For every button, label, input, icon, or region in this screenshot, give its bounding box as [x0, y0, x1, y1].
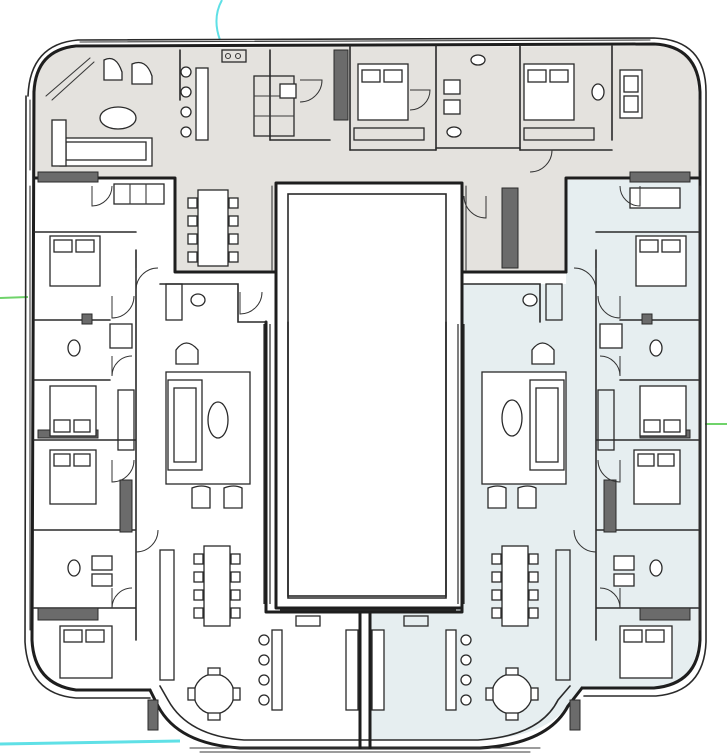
- kitchen-right: [371, 615, 472, 711]
- sink-icon: [599, 323, 623, 349]
- upper-apartment-furniture: [45, 49, 643, 267]
- green-guide-line: [0, 296, 29, 299]
- armchair-icon: [191, 485, 211, 509]
- door-swing-icon: [597, 295, 621, 319]
- coffee-table-icon: [99, 106, 137, 130]
- sink-icon: [91, 555, 113, 571]
- door-swings: [91, 79, 641, 609]
- coffee-table-icon: [207, 401, 229, 439]
- door-swing-icon: [135, 267, 159, 291]
- dining-chairs-left: [193, 553, 241, 619]
- interior-walls: [32, 45, 700, 641]
- sofa-icon: [167, 379, 203, 471]
- door-swing-icon: [573, 529, 597, 553]
- sofa-icon: [529, 379, 565, 471]
- armchair-icon: [531, 342, 555, 365]
- kitchen-left: [258, 615, 359, 711]
- toilet-icon: [446, 126, 462, 138]
- armchair-icon: [223, 485, 243, 509]
- kitchen-island: [195, 67, 209, 141]
- sink-icon: [91, 573, 113, 587]
- toilet-icon: [67, 559, 81, 577]
- wardrobe-unit: [253, 75, 295, 137]
- round-chairs-left: [187, 667, 241, 721]
- armchair-icon: [517, 485, 537, 509]
- dining-chairs: [187, 197, 239, 263]
- toilet-icon: [522, 293, 538, 307]
- cyan-guide-arc: [215, 0, 223, 41]
- door-swing-icon: [111, 459, 135, 483]
- armchair-icon: [131, 61, 153, 85]
- armchair-icon: [487, 485, 507, 509]
- dining-table-icon: [203, 545, 231, 627]
- door-swing-icon: [463, 195, 487, 219]
- dining-chairs-right: [491, 553, 539, 619]
- toilet-icon: [649, 339, 663, 357]
- round-table-icon: [491, 673, 533, 715]
- closets: [117, 127, 615, 681]
- door-swing-icon: [573, 267, 597, 291]
- sink-icon: [109, 323, 133, 349]
- toilet-icon: [591, 83, 605, 101]
- door-swing-icon: [111, 587, 133, 609]
- shelving-unit: [113, 183, 165, 205]
- door-swing-icon: [91, 185, 113, 207]
- toilet-icon: [190, 293, 206, 307]
- door-swing-icon: [619, 185, 641, 207]
- courtyard-void: [264, 181, 464, 750]
- door-swing-icon: [239, 291, 263, 315]
- toilet-icon: [67, 339, 81, 357]
- door-swing-icon: [599, 587, 621, 609]
- cooktop: [221, 49, 247, 63]
- sink-icon: [613, 573, 635, 587]
- toilet-icon: [470, 54, 486, 66]
- left-apartment-furniture: [49, 183, 359, 721]
- dining-table-icon: [197, 189, 229, 267]
- door-swing-icon: [529, 149, 553, 173]
- door-swing-icon: [111, 295, 135, 319]
- door-swing-icon: [111, 355, 133, 377]
- door-swing-icon: [599, 355, 621, 377]
- dining-table-icon: [501, 545, 529, 627]
- right-apartment-furniture: [190, 187, 687, 721]
- coffee-table-icon: [501, 399, 523, 437]
- door-swing-icon: [409, 89, 431, 111]
- armchair-icon: [175, 342, 199, 365]
- sink-icon: [613, 555, 635, 571]
- sink-icon: [279, 83, 297, 99]
- service-shafts: [37, 49, 691, 731]
- sink-icon: [443, 99, 461, 115]
- cyan-guide-line: [0, 739, 181, 746]
- round-chairs-right: [485, 667, 539, 721]
- sink-icon: [443, 79, 461, 95]
- shelving-unit: [629, 187, 681, 209]
- toilet-icon: [649, 559, 663, 577]
- sketch-overstrokes: [29, 39, 701, 631]
- courtyard-glazing: [263, 324, 465, 611]
- door-swing-icon: [299, 79, 323, 103]
- round-table-icon: [193, 673, 235, 715]
- door-swing-icon: [135, 529, 159, 553]
- armchair-icon: [103, 57, 123, 81]
- bar-stools: [180, 66, 192, 138]
- window-seat: [45, 57, 95, 101]
- sofa-icon: [59, 137, 153, 167]
- door-swing-icon: [597, 459, 621, 483]
- dresser: [619, 69, 643, 119]
